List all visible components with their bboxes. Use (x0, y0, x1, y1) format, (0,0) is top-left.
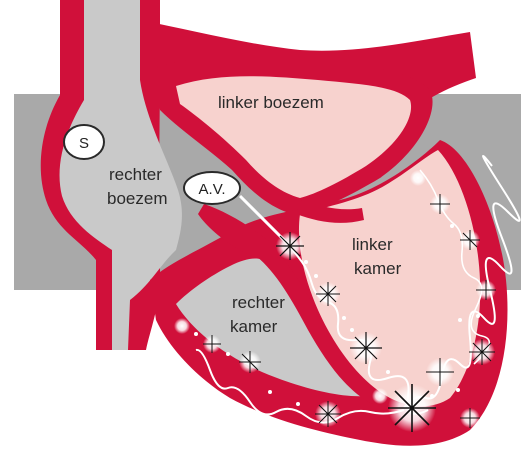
spark (315, 401, 341, 427)
spark (350, 332, 382, 364)
label-left-atrium: linker boezem (218, 93, 324, 112)
sa-node-label: S (79, 135, 89, 152)
sa-node: S (64, 125, 104, 159)
av-node: A.V. (184, 172, 240, 204)
label-right-ventricle-line1: rechter (232, 293, 285, 312)
spark (426, 358, 454, 386)
spark (410, 170, 426, 186)
spark (469, 339, 495, 365)
spark (476, 280, 496, 300)
spark (203, 335, 221, 353)
spark (460, 230, 480, 250)
spark (430, 194, 450, 214)
label-right-ventricle-line2: kamer (230, 317, 278, 336)
spark (174, 318, 190, 334)
spark (388, 384, 436, 432)
spark (239, 351, 261, 373)
label-right-atrium-line2: boezem (107, 189, 167, 208)
spark (372, 388, 388, 404)
label-right-atrium-line1: rechter (109, 165, 162, 184)
av-node-label: A.V. (199, 181, 226, 198)
label-left-ventricle-line2: kamer (354, 259, 402, 278)
spark (460, 408, 480, 428)
spark (276, 232, 304, 260)
label-left-ventricle-line1: linker (352, 235, 393, 254)
spark (316, 282, 340, 306)
